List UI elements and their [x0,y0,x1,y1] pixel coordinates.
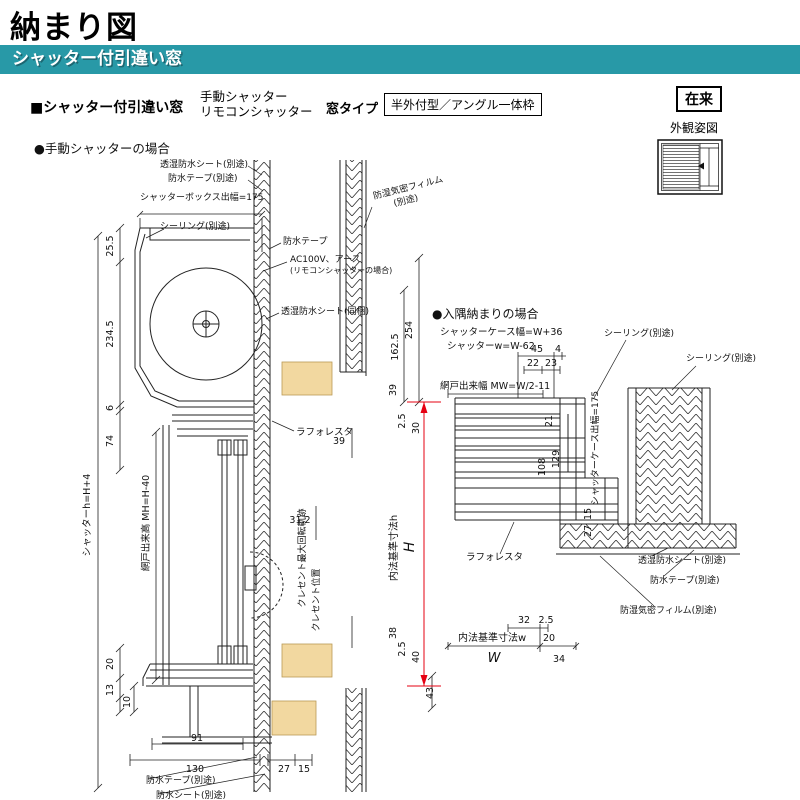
right-dimension-lines [444,352,580,652]
section-banner-label: シャッター付引違い窓 [12,49,182,69]
annotation-crescent-pos: クレセント位置 [310,568,322,631]
dim-45: 45 [531,344,543,355]
annotation-case-depth: シャッターケース出幅=175 [589,391,601,505]
shutter-box [134,227,263,408]
dim-130: 130 [186,764,204,775]
corner-wall-insulation-vertical [636,388,702,524]
dim-31-2: 31.2 [289,515,310,526]
section-banner: シャッター付引違い窓 [0,45,800,74]
annotation-box-width: シャッターボックス出幅=175 [140,191,263,203]
annotation-ac: AC100V、アース [290,255,361,265]
annotation-tape-right: 防水テープ(別途) [650,574,719,586]
annotation-sealing-2: シーリング(別途) [686,352,756,364]
wood-furring-blocks [271,361,333,736]
right-leader-lines [499,339,697,607]
dim-6: 6 [105,405,116,411]
dim-2-5-bot: 2.5 [397,641,408,656]
annotation-sheet-top: 透湿防水シート(別途) [160,158,248,170]
dim-27-right: 27 [583,525,594,537]
dim-108: 108 [537,458,548,476]
annotation-film-right: 防湿気密フィルム(別途) [620,604,717,616]
wall-insulation-interior-upper [346,160,362,372]
dim-254: 254 [404,321,415,339]
annotation-sheet-mid: 透湿防水シート(同梱) [281,305,369,317]
construction-method-badge: 在来 [676,86,722,112]
annotation-screen-height: 網戸出来高 MH=H-40 [140,475,152,571]
dim-W: W [488,651,502,666]
annotation-sealing-1: シーリング(別途) [604,327,674,339]
corner-wall-insulation-horizontal [560,524,736,548]
shutter-type-remote: リモコンシャッター [200,104,313,119]
inner-height-dimension [407,401,441,687]
dim-2-5-right: 2.5 [538,615,553,626]
left-dimension-lines [93,210,437,793]
annotation-shutter-height: シャッターh=H+4 [82,474,93,557]
subheader-section-label: ■シャッター付引違い窓 [30,100,184,116]
right-plan-drawing [444,339,740,652]
wall-insulation-interior-lower [346,688,362,792]
annotation-inner-width: 内法基準寸法w [458,631,526,644]
dim-25-5: 25.5 [105,235,116,256]
slide-direction-arrow-icon [698,162,704,170]
shutter-type-manual: 手動シャッター [200,89,288,104]
dim-74: 74 [105,435,116,447]
elevation-drawing [657,139,723,195]
dim-4: 4 [555,344,561,355]
dim-15-right: 15 [583,508,594,520]
elevation-caption: 外観姿図 [670,121,719,135]
dim-23: 23 [545,358,557,369]
left-section-drawing [93,160,441,795]
annotation-inner-height: 内法基準寸法h [387,515,400,581]
left-diagram-title: ●手動シャッターの場合 [34,141,170,156]
page-title: 納まり図 [10,10,138,46]
annotation-screen-width: 網戸出来幅 MW=W/2-11 [440,380,550,392]
dim-30: 30 [411,422,422,434]
annotation-crescent-arc: クレセント最大回転軌跡 [296,508,308,607]
window-frame-section [142,414,284,744]
shutter-type-list: 手動シャッター リモコンシャッター [200,89,313,119]
annotation-tape-top: 防水テープ(別途) [168,172,237,184]
dim-38: 38 [388,627,399,639]
annotation-case-width: シャッターケース幅=W+36 [440,326,562,338]
wall-insulation-exterior [254,160,270,792]
annotation-sealing: シーリング(別途) [160,220,230,232]
window-type-value-box: 半外付型／アングル一体枠 [384,93,542,116]
dim-22: 22 [527,358,539,369]
dim-32: 32 [518,615,530,626]
annotation-tape2: 防水テープ [283,235,327,247]
dim-15: 15 [298,764,310,775]
annotation-ac-note: (リモコンシャッターの場合) [290,265,392,275]
dim-20: 20 [105,658,116,670]
dim-10: 10 [122,696,133,708]
annotation-sheet-right: 透湿防水シート(別途) [638,554,726,566]
dim-234-5: 234.5 [105,320,116,347]
dim-39-top: 39 [388,384,399,396]
dim-43: 43 [425,687,436,699]
left-leader-lines [145,165,373,795]
annotation-shutter-width: シャッターw=W-62 [447,341,535,352]
annotation-tape-bottom: 防水テープ(別途) [146,774,215,786]
annotation-laforesta-left: ラフォレスタ [296,427,353,438]
window-type-label: 窓タイプ [326,102,379,117]
dim-40: 40 [411,651,422,663]
dim-129: 129 [551,450,562,468]
dim-39-mid: 39 [333,436,345,447]
dim-13: 13 [105,684,116,696]
annotation-sheet-bottom: 防水シート(別途) [156,789,226,800]
annotation-laforesta-right: ラフォレスタ [466,552,523,563]
dim-2-5-top: 2.5 [397,413,408,428]
dim-H: H [402,541,418,552]
dim-91: 91 [191,733,203,744]
dim-20-right: 20 [543,633,555,644]
dim-162-5: 162.5 [390,333,401,360]
right-diagram-title: ●入隅納まりの場合 [432,306,538,321]
dim-21: 21 [544,415,555,427]
dim-34: 34 [553,654,565,665]
crescent-rotation-arc [249,551,284,619]
dim-27: 27 [278,764,290,775]
